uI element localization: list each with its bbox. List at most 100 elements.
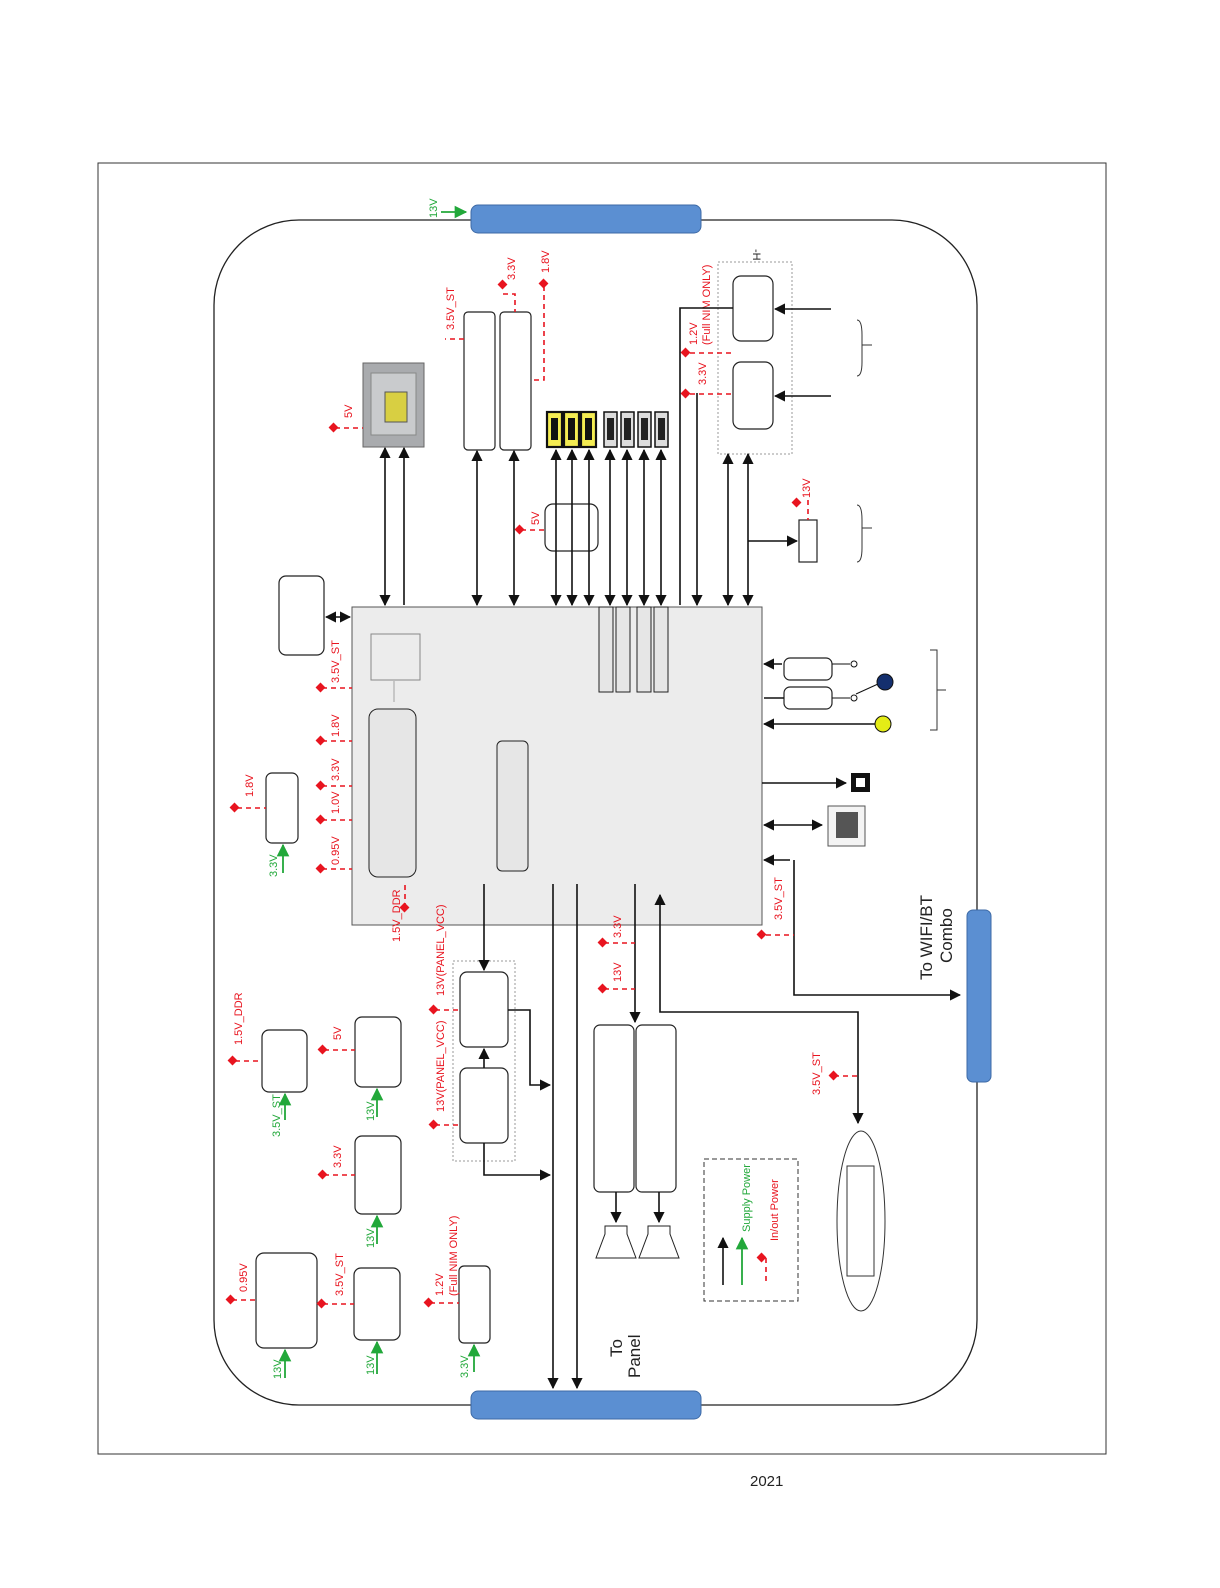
footer-year: 2021 [750,1473,783,1490]
soc-10-label: 1.0V [330,791,342,814]
conv5-in-label: 13V [365,1101,377,1121]
remote-ellipse [836,1130,886,1312]
led-icon [874,715,892,733]
panel-vcc-switch [459,971,509,1048]
front-brace [930,649,938,731]
ir-st-label: 3.5V_ST [811,1052,823,1095]
lnb-13-label: 13V [801,478,813,498]
soc-ddr-label: 1.5V_DDR [391,889,403,942]
panel-vcc-ctrl [459,1067,509,1144]
nim-ldo-in-label: 3.3V [459,1355,471,1378]
legend-box [703,1158,799,1302]
nim-12-note: (Full NIM ONLY) [701,265,713,345]
ldo-out-label: 1.8V [244,774,256,797]
ldo-in-label: 3.3V [268,854,280,877]
power-node [680,388,691,399]
power-node [428,1119,439,1130]
tuner-chip [384,391,408,423]
converter-5v [354,1016,402,1088]
soc-subblock [370,633,421,681]
ddr-in-label: 3.5V_ST [271,1094,283,1137]
nim-ts-link [679,307,733,605]
hdmi-rail-label: 5V [530,511,542,525]
panel-vcc-out [483,1143,552,1181]
power-key-icon [876,673,894,691]
power-node [399,902,410,913]
amp-13-label: 13V [612,962,624,982]
nim-demod [732,275,774,342]
st-out-label: 3.5V_ST [334,1253,346,1296]
usb-port-icons [545,410,598,449]
soc-095-label: 0.95V [330,836,342,865]
soc-io-block [496,740,529,872]
soc-memory-block [368,708,417,878]
power-node [680,347,691,358]
soc-33-label: 3.3V [330,758,342,781]
core-out-label: 0.95V [238,1263,250,1292]
legend-node [756,1252,767,1263]
audio-amp-left [593,1024,635,1193]
power-line [503,293,516,312]
legend-supply: Supply Power [741,1164,753,1232]
key-switch [855,683,879,695]
power-node [227,1055,238,1066]
hdmi-port-strip [598,606,614,693]
power-node [597,983,608,994]
power-node [316,1298,327,1309]
audio-amp-right [635,1024,677,1193]
nim-33-label: 3.3V [697,362,709,385]
lan-port-icon-inner [836,812,858,838]
soc-st-label: 3.5V_ST [330,640,342,683]
panel-label-line2: Panel [625,1335,644,1378]
conv33-in-label: 13V [365,1228,377,1248]
ir-node [850,660,858,668]
tuner-title: -H [750,249,762,261]
mem-33-label: 3.3V [506,257,518,280]
memory-module-a [463,311,496,451]
panel-vcc-b-label: 13V(PANEL_VCC) [435,1021,447,1113]
page-frame [97,162,1107,1455]
power-node [428,1004,439,1015]
wifi-label-line1: To WIFI/BT [917,895,936,980]
optical-icon-inner [856,778,865,787]
amp-33-label: 3.3V [612,915,624,938]
top-input-label: 13V [428,198,440,218]
conv33-out-label: 3.3V [332,1145,344,1168]
hdmi-port-strip [615,606,631,693]
power-node [597,937,608,948]
power-node [791,497,802,508]
wifi-connector [966,909,992,1083]
nim-12-label: 1.2V [688,322,700,345]
conv5-out-label: 5V [332,1026,344,1040]
panel-label-line1: To [607,1339,626,1357]
lnb-block [798,519,818,563]
panel-vcc-out [508,1009,552,1091]
power-node [497,279,508,290]
ldo-18 [265,772,299,844]
power-line [531,286,545,381]
converter-core [255,1252,318,1349]
nim-tuner [732,361,774,430]
nim-ldo-out-label: 1.2V [434,1273,446,1296]
mem-st-label: 3.5V_ST [445,287,457,330]
panel-vcc-a-label: 13V(PANEL_VCC) [435,905,447,997]
power-node [317,1044,328,1055]
st-in-label: 13V [365,1355,377,1375]
power-node [317,1169,328,1180]
power-node [756,929,767,940]
speaker-icon [595,1225,637,1259]
speaker-icon [638,1225,680,1259]
core-in-label: 13V [272,1359,284,1379]
memory-module-b [499,311,532,451]
power-node [423,1297,434,1308]
usb-rail-label: 5V [343,404,355,418]
power-node [229,802,240,813]
lnb-brace [856,504,872,563]
mem-18-label: 1.8V [540,250,552,273]
sub-mcu [278,575,325,656]
remote-module [846,1165,875,1277]
hdmi-port-strip [653,606,669,693]
hdmi-port-strip [636,606,652,693]
wifi-label-line2: Combo [937,908,956,963]
